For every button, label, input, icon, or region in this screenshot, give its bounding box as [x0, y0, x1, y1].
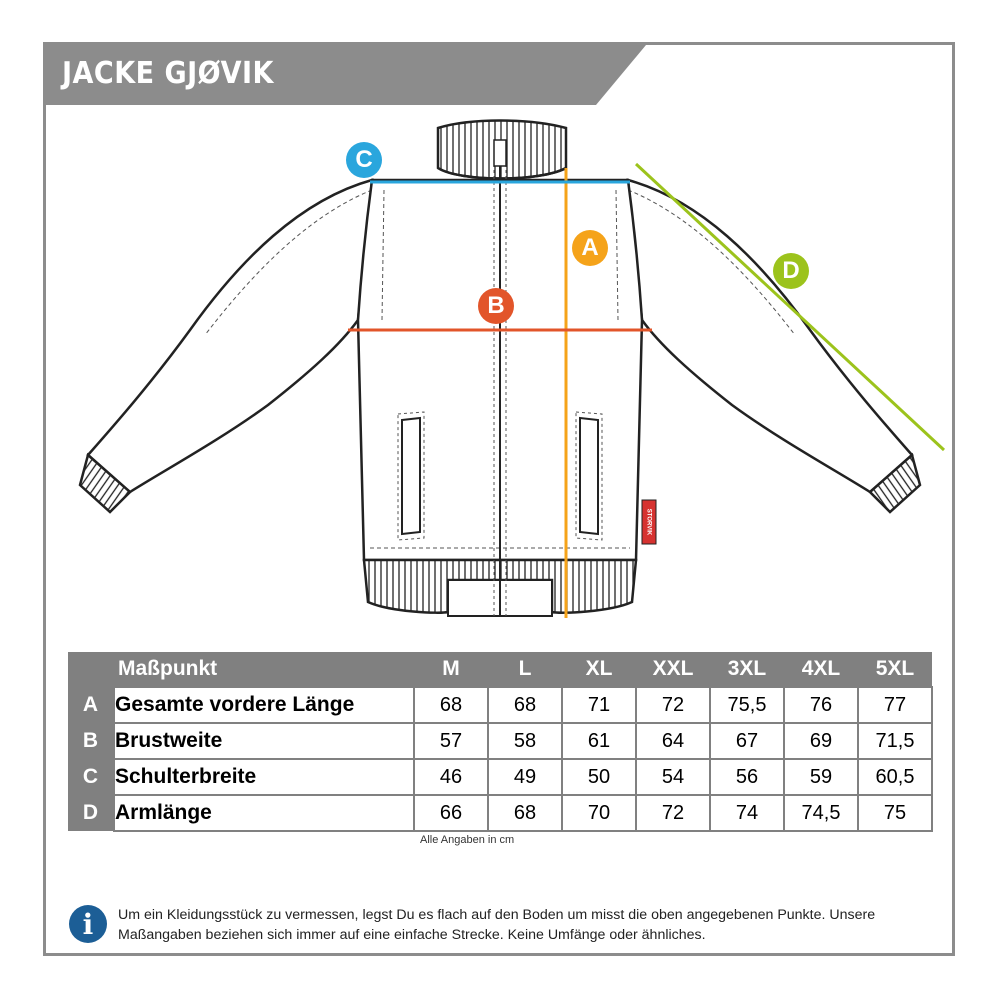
header-size: 5XL [858, 652, 932, 687]
table-cell: 60,5 [857, 758, 933, 796]
header-measure-point: Maßpunkt [114, 652, 414, 687]
size-table: Maßpunkt M L XL XXL 3XL 4XL 5XL A Gesamt… [68, 652, 933, 832]
table-cell: 59 [783, 758, 859, 796]
title-banner [46, 45, 646, 105]
measure-line-d [634, 162, 946, 452]
table-cell: 74,5 [783, 794, 859, 832]
table-cell: 68 [487, 686, 563, 724]
page-title: JACKE GJØVIK [62, 56, 274, 91]
row-name: Brustweite [113, 722, 415, 760]
row-name: Schulterbreite [113, 758, 415, 796]
table-cell: 64 [635, 722, 711, 760]
units-note: Alle Angaben in cm [420, 834, 515, 846]
right-sleeve [626, 178, 914, 494]
row-letter: C [68, 759, 114, 795]
table-cell: 58 [487, 722, 563, 760]
info-text: Um ein Kleidungsstück zu vermessen, legs… [118, 907, 876, 943]
marker-c: C [346, 142, 382, 178]
table-cell: 66 [413, 794, 489, 832]
table-row: C Schulterbreite 46 49 50 54 56 59 60,5 [68, 758, 933, 796]
row-letter: A [68, 687, 114, 723]
row-name: Armlänge [113, 794, 415, 832]
table-cell: 71 [561, 686, 637, 724]
row-name: Gesamte vordere Länge [113, 686, 415, 724]
row-letter: B [68, 723, 114, 759]
right-pocket [579, 416, 599, 536]
table-cell: 67 [709, 722, 785, 760]
header-size: XXL [636, 652, 710, 687]
table-cell: 68 [487, 794, 563, 832]
header-size: L [488, 652, 562, 687]
table-row: A Gesamte vordere Länge 68 68 71 72 75,5… [68, 686, 933, 724]
table-cell: 54 [635, 758, 711, 796]
size-table-header: Maßpunkt M L XL XXL 3XL 4XL 5XL [68, 652, 932, 687]
right-cuff [868, 452, 922, 514]
table-cell: 57 [413, 722, 489, 760]
table-cell: 56 [709, 758, 785, 796]
marker-d: D [773, 253, 809, 289]
table-cell: 76 [783, 686, 859, 724]
table-cell: 71,5 [857, 722, 933, 760]
marker-a: A [572, 230, 608, 266]
info-icon: i [69, 905, 107, 943]
table-cell: 46 [413, 758, 489, 796]
table-cell: 49 [487, 758, 563, 796]
header-corner [68, 652, 114, 687]
brand-tag: STORVIK [645, 509, 651, 536]
table-cell: 75 [857, 794, 933, 832]
left-pocket [401, 416, 421, 536]
table-cell: 77 [857, 686, 933, 724]
table-cell: 50 [561, 758, 637, 796]
table-row: D Armlänge 66 68 70 72 74 74,5 75 [68, 794, 933, 832]
table-cell: 72 [635, 794, 711, 832]
left-cuff [78, 452, 132, 514]
marker-b: B [478, 288, 514, 324]
left-sleeve [86, 178, 374, 494]
header-size: 3XL [710, 652, 784, 687]
header-size: M [414, 652, 488, 687]
table-cell: 75,5 [709, 686, 785, 724]
table-cell: 74 [709, 794, 785, 832]
table-cell: 70 [561, 794, 637, 832]
row-letter: D [68, 795, 114, 831]
jacket-diagram: STORVIK [78, 119, 946, 618]
table-cell: 69 [783, 722, 859, 760]
table-cell: 68 [413, 686, 489, 724]
table-cell: 61 [561, 722, 637, 760]
table-row: B Brustweite 57 58 61 64 67 69 71,5 [68, 722, 933, 760]
header-size: 4XL [784, 652, 858, 687]
table-cell: 72 [635, 686, 711, 724]
header-size: XL [562, 652, 636, 687]
